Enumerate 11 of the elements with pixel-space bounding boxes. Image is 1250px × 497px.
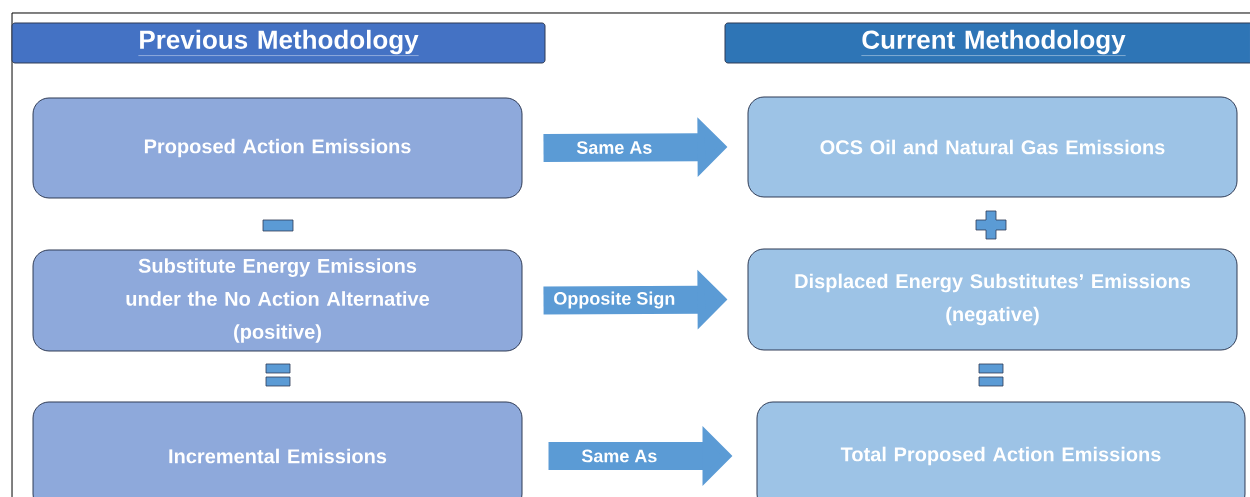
- emissions-box: Incremental Emissions: [32, 401, 523, 497]
- header-bar: Current Methodology: [724, 22, 1250, 64]
- edge-label: Same As: [581, 449, 657, 463]
- header-bar: Previous Methodology: [11, 22, 546, 64]
- emissions-box: OCS Oil and Natural Gas Emissions: [747, 96, 1238, 198]
- emissions-box: Displaced Energy Substitutes’ Emissions (negative): [747, 248, 1238, 351]
- emissions-box: Total Proposed Action Emissions: [756, 401, 1246, 497]
- edge-label: Same As: [576, 141, 652, 154]
- emissions-box: Proposed Action Emissions: [32, 97, 523, 199]
- emissions-box: Substitute Energy Emissions under the No Action Alternative (positive): [32, 249, 523, 352]
- edge-label: Opposite Sign: [554, 291, 675, 309]
